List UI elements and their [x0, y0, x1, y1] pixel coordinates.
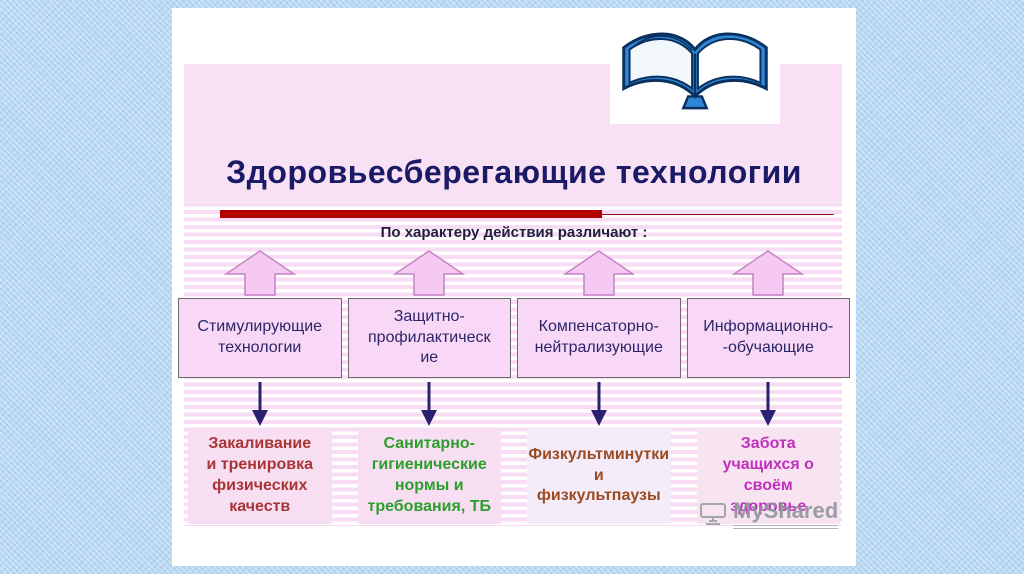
down-arrow-icon — [760, 382, 777, 426]
up-arrows-row — [178, 248, 850, 298]
category-box: Стимулирующие технологии — [178, 298, 342, 378]
down-arrow-icon — [421, 382, 438, 426]
category-box: Информационно- -обучающие — [686, 298, 850, 378]
result-box: Забота учащихся о своём здоровье — [696, 428, 840, 524]
up-arrow-icon — [393, 250, 466, 296]
up-arrow-icon — [562, 250, 635, 296]
title-rule-thick — [220, 210, 602, 218]
result-box: Физкультминутки и физкультпаузы — [527, 428, 671, 524]
down-arrow-icon — [251, 382, 268, 426]
up-arrow-icon — [732, 250, 805, 296]
presentation-slide: Здоровьесберегающие технологии По характ… — [172, 8, 856, 566]
result-box: Санитарно- гигиенические нормы и требова… — [357, 428, 501, 524]
category-box: Компенсаторно- нейтрализующие — [517, 298, 681, 378]
result-boxes-row: Закаливание и тренировка физических каче… — [178, 428, 850, 524]
category-box: Защитно- профилактическ ие — [347, 298, 511, 378]
up-arrow-icon — [223, 250, 296, 296]
category-boxes-row: Стимулирующие технологии Защитно- профил… — [178, 298, 850, 378]
down-arrows-row — [178, 380, 850, 428]
watermark-text: MyShared — [733, 498, 839, 529]
result-box: Закаливание и тренировка физических каче… — [188, 428, 332, 524]
watermark: MyShared — [700, 498, 839, 529]
page-title: Здоровьесберегающие технологии — [226, 154, 802, 190]
down-arrow-icon — [590, 382, 607, 426]
open-book-icon — [622, 32, 768, 110]
projector-screen-icon — [700, 502, 726, 525]
subtitle: По характеру действия различают : — [380, 224, 648, 241]
